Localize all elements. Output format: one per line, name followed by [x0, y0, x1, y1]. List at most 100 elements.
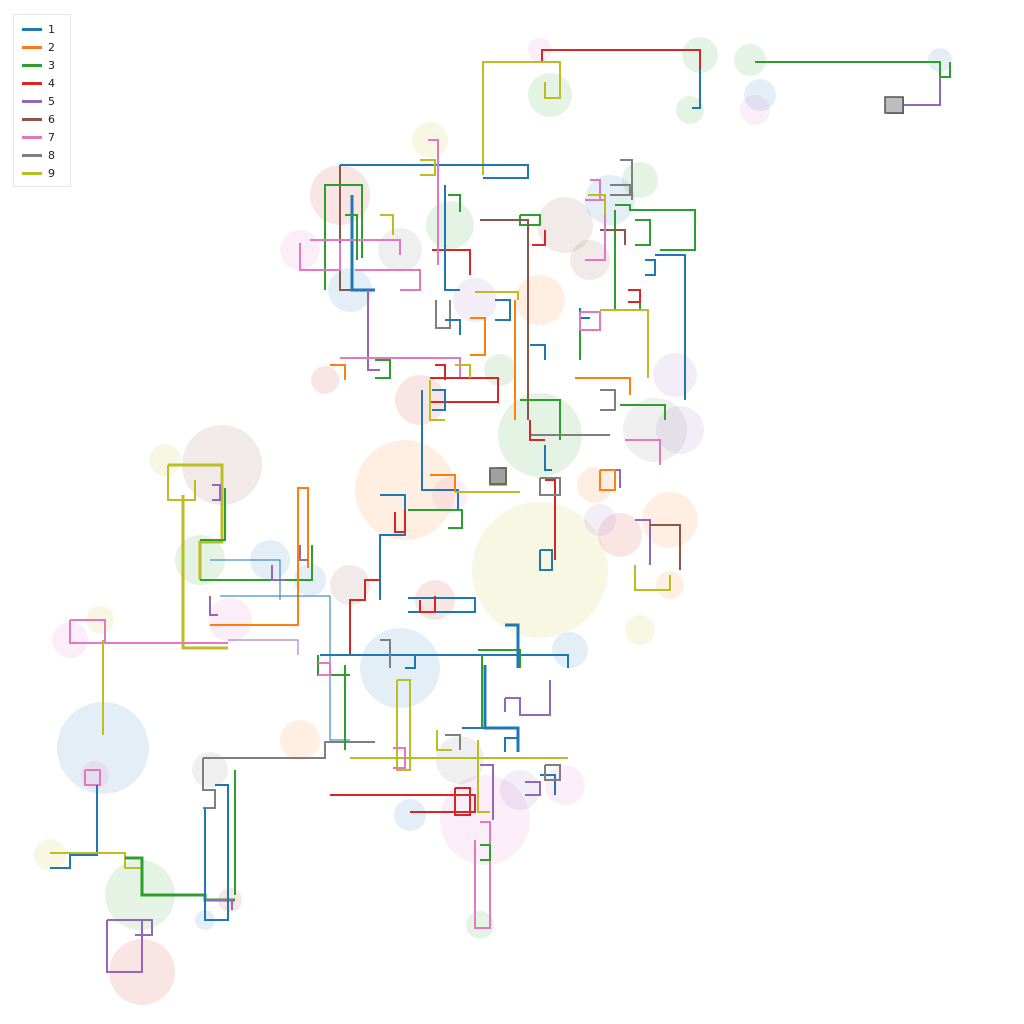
halo-node-49	[466, 911, 494, 939]
connector-path-119	[635, 219, 651, 246]
legend-item-8: 8	[22, 146, 70, 164]
legend-item-3: 3	[22, 56, 70, 74]
halo-node-22	[208, 598, 252, 642]
connector-path-88	[420, 159, 436, 176]
connector-path-58	[318, 662, 331, 676]
connector-path-41	[84, 769, 101, 786]
legend-swatch-7	[22, 135, 42, 139]
connector-path-103	[575, 377, 631, 395]
connector-path-32	[209, 596, 218, 616]
halo-node-23	[280, 720, 320, 760]
legend-item-7: 7	[22, 128, 70, 146]
legend-label-9: 9	[48, 166, 55, 180]
connector-path-2	[482, 61, 561, 175]
halo-node-18	[740, 95, 770, 125]
legend-label-3: 3	[48, 58, 55, 72]
connector-path-15	[375, 359, 391, 379]
connector-path-79	[525, 781, 541, 796]
connector-path-43	[50, 852, 142, 869]
connector-path-74	[454, 787, 471, 816]
connector-path-62	[393, 747, 406, 769]
halo-node-35	[653, 353, 697, 397]
halo-node-57	[484, 354, 516, 386]
connector-path-68	[505, 680, 551, 716]
connector-path-73	[462, 727, 519, 752]
halo-node-24	[552, 632, 588, 668]
connector-path-3	[755, 61, 951, 78]
connector-path-113	[588, 194, 606, 215]
connector-path-140	[432, 389, 446, 411]
legend-swatch-4	[22, 81, 42, 85]
node-square-marker	[489, 467, 507, 485]
connector-path-117	[579, 311, 601, 331]
halo-node-63	[734, 44, 766, 76]
connector-path-10	[299, 243, 341, 271]
halo-node-47	[545, 765, 585, 805]
halo-node-53	[81, 761, 109, 789]
connector-path-115	[580, 360, 650, 378]
connector-path-1	[541, 49, 701, 70]
connector-path-60	[330, 794, 476, 813]
connector-path-123	[625, 439, 661, 465]
halo-node-45	[436, 736, 484, 784]
connector-path-48	[202, 758, 216, 809]
connector-path-30	[200, 545, 313, 581]
connector-path-86	[444, 185, 460, 291]
halo-node-48	[394, 799, 426, 831]
halo-node-32	[676, 96, 704, 124]
legend-swatch-6	[22, 117, 42, 121]
connector-path-28	[212, 484, 221, 501]
connector-path-27	[181, 495, 228, 650]
connector-path-89	[428, 139, 439, 265]
connector-path-101	[532, 230, 546, 246]
connector-path-105	[615, 204, 696, 251]
connector-path-141	[429, 380, 445, 421]
halo-node-13	[623, 398, 687, 462]
connector-path-53	[329, 596, 350, 741]
connector-path-39	[228, 639, 299, 655]
connector-path-76	[477, 740, 490, 813]
connector-path-33	[271, 565, 285, 581]
halo-node-46	[500, 770, 540, 810]
connector-path-91	[310, 239, 401, 255]
connector-path-55	[320, 654, 569, 668]
connector-path-29	[200, 488, 226, 541]
connector-path-133	[539, 549, 553, 571]
halo-node-7	[105, 860, 175, 930]
legend-label-2: 2	[48, 40, 55, 54]
legend-swatch-2	[22, 45, 42, 49]
connector-path-107	[655, 254, 686, 400]
connector-path-61	[396, 679, 411, 771]
connector-path-82	[519, 214, 541, 226]
connector-path-100	[495, 299, 511, 321]
halo-node-20	[311, 366, 339, 394]
halo-node-60	[584, 504, 616, 536]
connector-path-47	[107, 919, 153, 936]
legend-swatch-5	[22, 99, 42, 103]
connector-path-63	[405, 654, 416, 669]
halo-node-4	[355, 440, 455, 540]
connector-path-42	[50, 785, 98, 869]
connector-path-136	[529, 420, 545, 441]
halo-node-61	[625, 615, 655, 645]
connector-path-22	[408, 509, 463, 529]
legend-item-1: 1	[22, 20, 70, 38]
halo-node-36	[656, 406, 704, 454]
connector-path-112	[610, 184, 631, 196]
connector-path-21	[394, 510, 406, 533]
connector-path-84	[475, 291, 519, 300]
halo-node-59	[432, 477, 468, 513]
connector-path-70	[462, 655, 483, 729]
legend-label-6: 6	[48, 112, 55, 126]
legend-label-5: 5	[48, 94, 55, 108]
connector-path-16	[430, 377, 499, 403]
legend-item-4: 4	[22, 74, 70, 92]
connector-path-129	[650, 524, 681, 570]
connector-path-45	[205, 899, 233, 910]
connector-path-118	[620, 159, 633, 200]
connector-path-44	[125, 856, 235, 902]
legend-item-6: 6	[22, 110, 70, 128]
connector-path-96	[445, 319, 461, 335]
connector-path-14	[330, 364, 346, 380]
